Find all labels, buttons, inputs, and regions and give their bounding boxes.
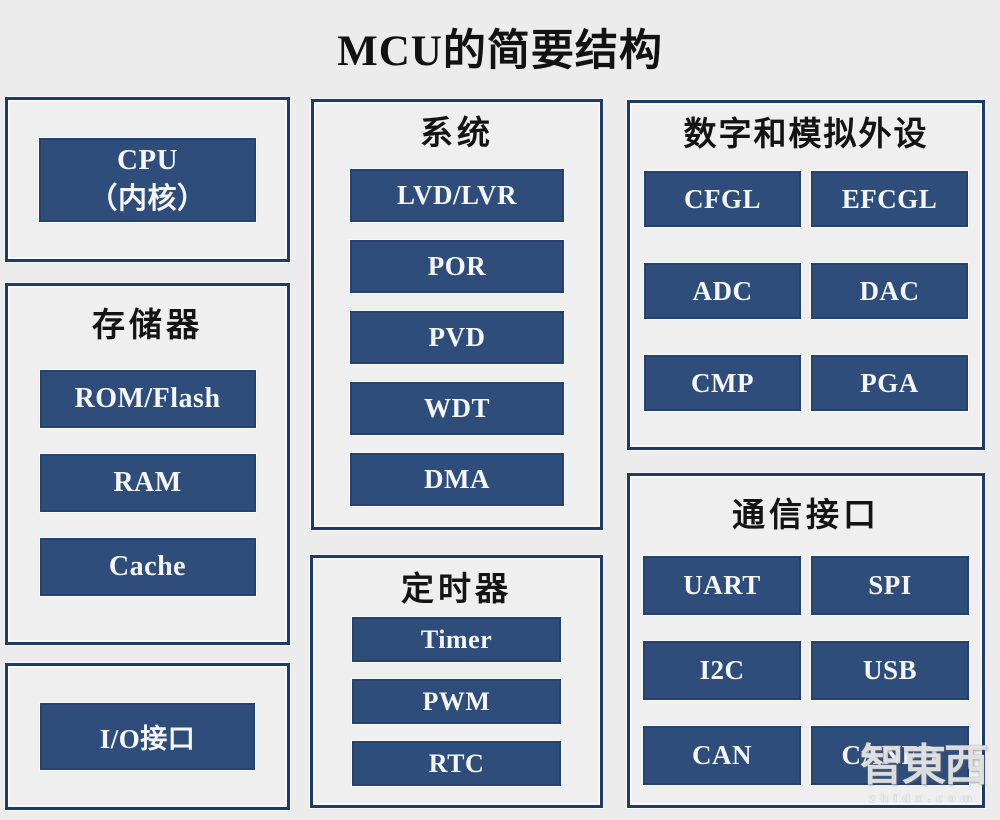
block-cache: Cache: [39, 538, 256, 596]
block-rtc: RTC: [352, 741, 561, 786]
block-canfd: CANFD: [811, 726, 969, 785]
block-cpu: CPU （内核）: [39, 137, 256, 222]
timer-section-title: 定时器: [401, 572, 512, 608]
cpu-sublabel: （内核）: [88, 182, 207, 215]
comm-block-grid: UART SPI I2C USB CAN CANFD: [643, 556, 969, 785]
memory-block-list: ROM/Flash RAM Cache: [39, 370, 256, 596]
block-por: POR: [350, 240, 564, 293]
block-can: CAN: [643, 726, 801, 785]
peripherals-block-grid: CFGL EFCGL ADC DAC CMP PGA: [644, 171, 968, 411]
block-usb: USB: [811, 641, 969, 700]
block-cmp: CMP: [644, 355, 801, 411]
block-wdt: WDT: [350, 382, 564, 435]
timer-block-list: Timer PWM RTC: [352, 617, 561, 786]
block-pga: PGA: [811, 355, 968, 411]
block-adc: ADC: [644, 263, 801, 319]
block-uart: UART: [643, 556, 801, 615]
block-i2c: I2C: [643, 641, 801, 700]
memory-section: 存储器 ROM/Flash RAM Cache: [5, 283, 290, 645]
block-dma: DMA: [350, 453, 564, 506]
block-pvd: PVD: [350, 311, 564, 364]
timer-section: 定时器 Timer PWM RTC: [310, 555, 603, 808]
block-pwm: PWM: [352, 679, 561, 724]
cpu-section: CPU （内核）: [5, 97, 290, 262]
block-io: I/O接口: [40, 703, 255, 770]
peripherals-section-title: 数字和模拟外设: [683, 117, 929, 153]
comm-section: 通信接口 UART SPI I2C USB CAN CANFD: [627, 473, 985, 808]
block-lvd-lvr: LVD/LVR: [350, 169, 564, 222]
comm-section-title: 通信接口: [732, 498, 880, 534]
block-rom-flash: ROM/Flash: [39, 370, 256, 428]
diagram-title: MCU的简要结构: [337, 28, 663, 75]
block-efcgl: EFCGL: [811, 171, 968, 227]
peripherals-section: 数字和模拟外设 CFGL EFCGL ADC DAC CMP PGA: [627, 100, 985, 450]
block-timer: Timer: [352, 617, 561, 662]
cpu-label: CPU: [116, 144, 179, 177]
io-section: I/O接口: [5, 663, 290, 810]
block-spi: SPI: [811, 556, 969, 615]
memory-section-title: 存储器: [92, 308, 203, 344]
block-ram: RAM: [39, 454, 256, 512]
system-section-title: 系统: [420, 116, 494, 152]
block-cfgl: CFGL: [644, 171, 801, 227]
block-dac: DAC: [811, 263, 968, 319]
system-section: 系统 LVD/LVR POR PVD WDT DMA: [311, 99, 603, 530]
system-block-list: LVD/LVR POR PVD WDT DMA: [350, 169, 564, 506]
